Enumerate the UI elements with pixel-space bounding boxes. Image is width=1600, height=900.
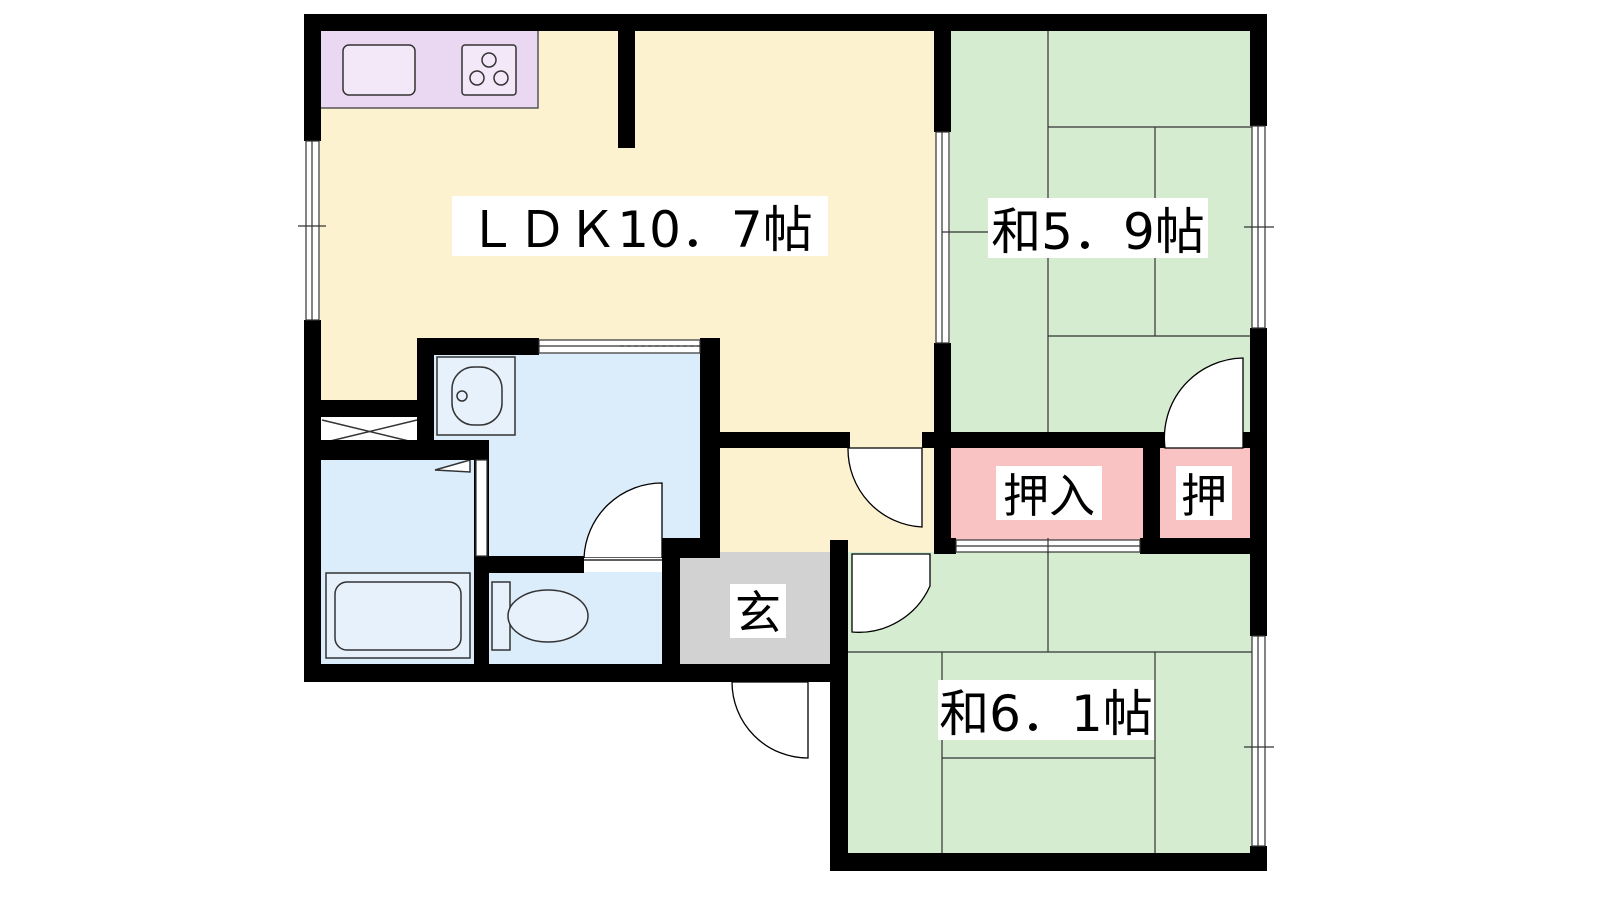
oshiire-label-bg <box>996 466 1102 520</box>
doors <box>583 357 1244 759</box>
sink-icon <box>342 44 416 96</box>
washbasin-icon <box>436 356 516 436</box>
genkan-label-bg <box>730 584 786 638</box>
washitsu-b-label-bg <box>938 680 1154 740</box>
closet-x-2 <box>321 419 418 444</box>
fixtures <box>321 44 589 659</box>
ldk-label-bg <box>452 196 828 256</box>
door-washitsu-a <box>1163 357 1244 449</box>
genkan-label: 玄 <box>735 586 781 640</box>
oshi-label: 押 <box>1181 469 1227 523</box>
ldk-label: ＬＤＫ10．7帖 <box>467 201 812 259</box>
room-labels: ＬＤＫ10．7帖 和5．9帖 和6．1帖 押入 押 玄 <box>452 196 1232 743</box>
oshi-label-bg <box>1176 466 1232 520</box>
bath-door <box>475 459 488 557</box>
bathtub-icon <box>325 572 471 659</box>
door-hall-to-ldk <box>847 447 923 528</box>
door-entrance <box>731 681 809 759</box>
walls <box>304 14 1267 871</box>
stove-icon <box>461 44 517 96</box>
windows <box>298 125 1274 847</box>
ldk-floor <box>320 30 940 560</box>
oshiire-label: 押入 <box>1003 469 1095 523</box>
washitsu-b-label: 和6．1帖 <box>939 685 1153 743</box>
washitsu-a-label: 和5．9帖 <box>991 203 1205 261</box>
bath-door-frame <box>434 459 471 473</box>
door-washroom <box>583 482 663 559</box>
washitsu-a-label-bg <box>988 198 1208 258</box>
door-washitsu-b <box>851 553 931 633</box>
